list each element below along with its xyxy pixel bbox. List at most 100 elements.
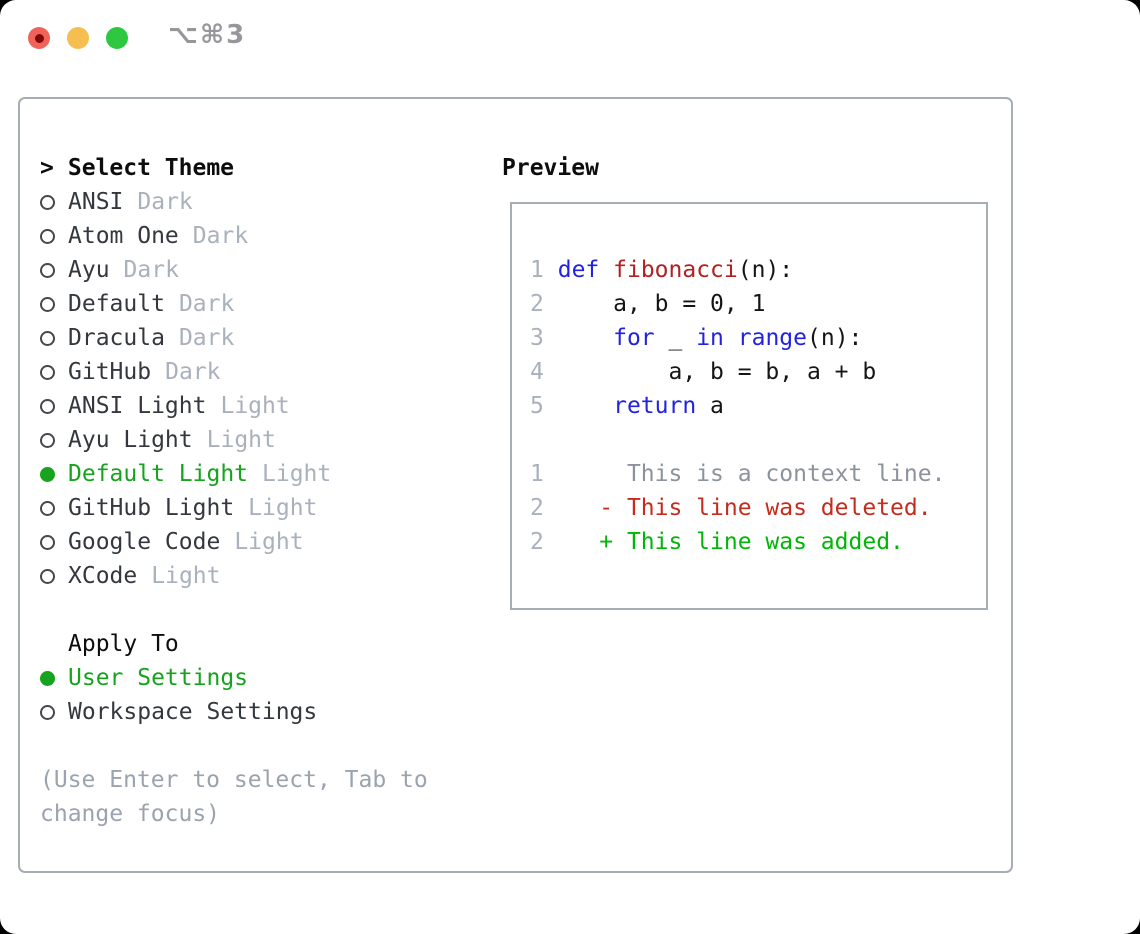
- close-button[interactable]: [28, 27, 50, 49]
- theme-option-ayu[interactable]: Ayu Dark: [40, 253, 331, 287]
- radio-selected-icon: [40, 670, 55, 686]
- code-token: 5: [530, 393, 544, 419]
- preview-code-line: 5 return a: [530, 389, 945, 423]
- code-token: 2: [530, 529, 544, 555]
- preview-code-line: [530, 423, 945, 457]
- theme-option-github-light[interactable]: GitHub Light Light: [40, 491, 331, 525]
- theme-name: Dracula: [68, 325, 165, 351]
- code-token: fibonacci: [613, 257, 738, 283]
- theme-variant-badge: Dark: [123, 257, 179, 283]
- code-token: - This line was deleted.: [543, 495, 932, 521]
- apply-to-header: Apply To: [68, 631, 179, 657]
- theme-name: Default: [68, 291, 165, 317]
- preview-code-line: 2 a, b = 0, 1: [530, 287, 945, 321]
- hint-line-1: (Use Enter to select, Tab to: [40, 767, 428, 793]
- theme-option-github[interactable]: GitHub Dark: [40, 355, 331, 389]
- radio-icon: [40, 432, 55, 448]
- radio-icon: [40, 296, 55, 312]
- theme-option-default[interactable]: Default Dark: [40, 287, 331, 321]
- preview-diff-line: 2 - This line was deleted.: [530, 491, 945, 525]
- apply-option-user-settings[interactable]: User Settings: [40, 661, 317, 695]
- theme-variant-badge: Light: [234, 529, 304, 555]
- apply-option-workspace-settings[interactable]: Workspace Settings: [40, 695, 317, 729]
- theme-name: ANSI: [68, 189, 124, 215]
- theme-variant-badge: Light: [206, 427, 276, 453]
- code-token: [544, 257, 558, 283]
- radio-icon: [40, 262, 55, 278]
- theme-name: GitHub Light: [68, 495, 235, 521]
- radio-icon: [40, 194, 55, 210]
- theme-variant-badge: Light: [151, 563, 221, 589]
- theme-variant-badge: Dark: [137, 189, 193, 215]
- preview-diff-line: 1 This is a context line.: [530, 457, 945, 491]
- theme-option-dracula[interactable]: Dracula Dark: [40, 321, 331, 355]
- select-theme-header: >Select Theme: [40, 151, 234, 185]
- preview-diff-line: 2 + This line was added.: [530, 525, 945, 559]
- code-token: return: [613, 393, 697, 419]
- titlebar: ⌥⌘3: [0, 0, 1140, 76]
- code-token: 2: [530, 495, 544, 521]
- theme-option-default-light[interactable]: Default Light Light: [40, 457, 331, 491]
- code-token: + This line was added.: [543, 529, 904, 555]
- code-token: in: [696, 325, 724, 351]
- preview-title: Preview: [502, 155, 599, 181]
- theme-variant-badge: Light: [248, 495, 318, 521]
- theme-option-ansi-light[interactable]: ANSI Light Light: [40, 389, 331, 423]
- theme-option-ansi[interactable]: ANSI Dark: [40, 185, 331, 219]
- code-token: range: [737, 325, 808, 351]
- theme-name: Atom One: [68, 223, 179, 249]
- theme-variant-badge: Light: [220, 393, 290, 419]
- code-token: 2: [530, 291, 544, 317]
- code-token: [599, 257, 613, 283]
- radio-icon: [40, 398, 55, 414]
- radio-icon: [40, 364, 55, 380]
- theme-name: XCode: [68, 563, 138, 589]
- code-token: a: [696, 393, 724, 419]
- hint-line-2: change focus): [40, 801, 221, 827]
- radio-icon: [40, 228, 55, 244]
- theme-option-xcode[interactable]: XCode Light: [40, 559, 331, 593]
- theme-name: Ayu: [68, 257, 110, 283]
- radio-icon: [40, 568, 55, 584]
- code-token: (n):: [737, 257, 794, 283]
- radio-icon: [40, 330, 55, 346]
- minimize-button[interactable]: [67, 27, 89, 49]
- theme-variant-badge: Dark: [178, 291, 235, 317]
- radio-icon: [40, 534, 55, 550]
- code-token: 4: [530, 359, 544, 385]
- code-token: 1: [530, 461, 544, 487]
- theme-option-ayu-light[interactable]: Ayu Light Light: [40, 423, 331, 457]
- code-token: def: [557, 257, 600, 283]
- code-token: 3: [530, 325, 544, 351]
- code-token: [544, 393, 613, 419]
- code-token: 1: [530, 257, 544, 283]
- code-token: _: [654, 325, 697, 351]
- dirty-indicator-icon: [34, 33, 44, 43]
- apply-option-label: Workspace Settings: [68, 699, 318, 725]
- theme-name: Default Light: [68, 461, 249, 487]
- code-token: (n):: [807, 325, 863, 351]
- code-token: a, b = 0, 1: [543, 291, 766, 317]
- prompt-caret-icon: >: [40, 155, 54, 181]
- theme-variant-badge: Dark: [165, 359, 221, 385]
- theme-variant-badge: Dark: [178, 325, 235, 351]
- theme-variant-badge: Light: [262, 461, 332, 487]
- preview-code-line: 4 a, b = b, a + b: [530, 355, 945, 389]
- theme-name: ANSI Light: [68, 393, 207, 419]
- code-token: for: [613, 325, 655, 351]
- theme-name: Ayu Light: [68, 427, 193, 453]
- code-token: [724, 325, 738, 351]
- apply-option-label: User Settings: [68, 665, 249, 691]
- zoom-button[interactable]: [106, 27, 128, 49]
- code-token: This is a context line.: [543, 461, 946, 487]
- theme-name: GitHub: [68, 359, 152, 385]
- code-token: a, b = b, a + b: [543, 359, 877, 385]
